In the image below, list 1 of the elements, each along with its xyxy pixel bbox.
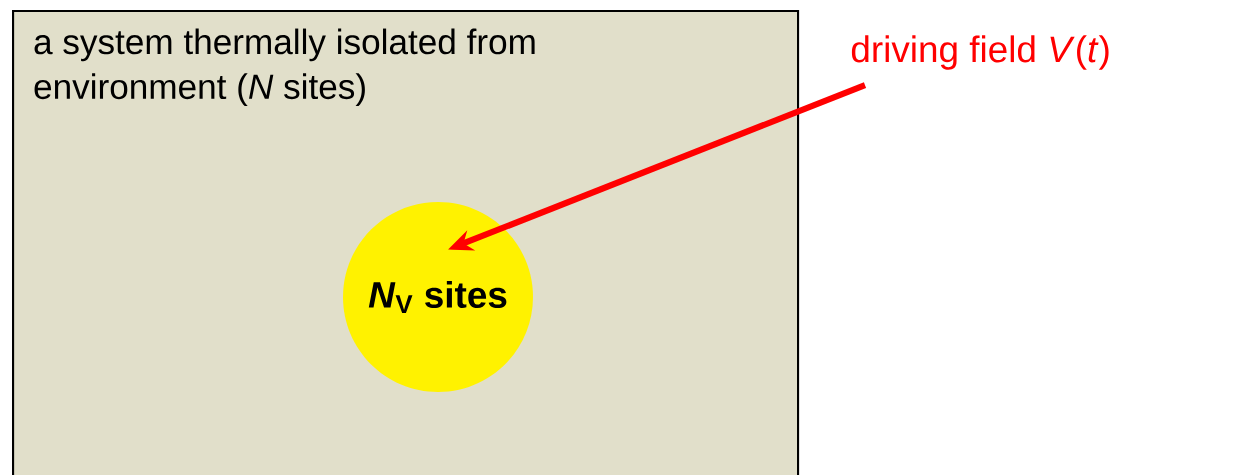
field-label: driving field V(t): [851, 35, 1109, 70]
